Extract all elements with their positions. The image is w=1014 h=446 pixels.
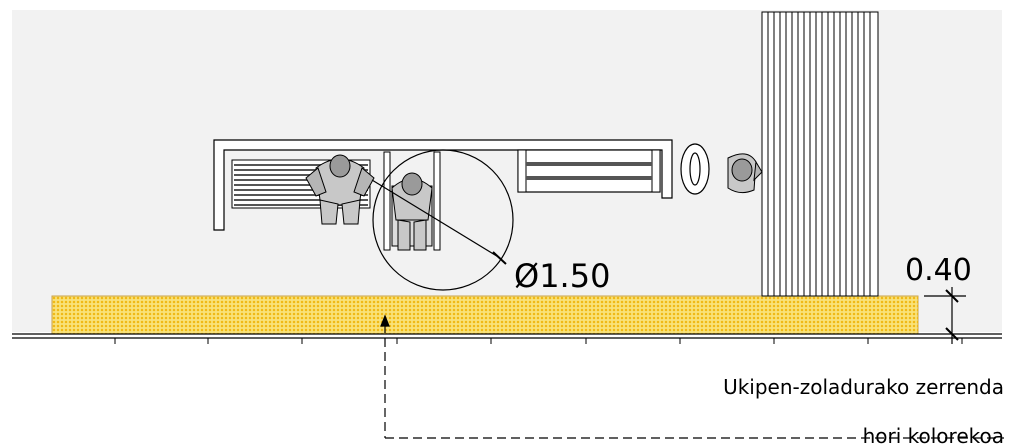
strip-width-dimension bbox=[924, 287, 966, 344]
column-icon bbox=[761, 11, 879, 297]
diameter-label: Ø1.50 bbox=[514, 257, 610, 295]
seated-person-icon bbox=[305, 154, 375, 225]
wheelchair-user-icon bbox=[383, 151, 441, 251]
caption-line-2: hori kolorekoa bbox=[863, 424, 1004, 446]
tactile-strip bbox=[51, 295, 919, 335]
bench-icon bbox=[517, 149, 661, 193]
caption-line-1: Ukipen-zoladurako zerrenda bbox=[723, 375, 1004, 399]
standing-person-icon bbox=[727, 153, 763, 194]
caption-leader bbox=[380, 314, 1004, 439]
turning-circle bbox=[371, 149, 514, 291]
strip-width-label: 0.40 bbox=[905, 253, 972, 288]
bench-frame bbox=[213, 139, 673, 231]
bollard-icon bbox=[680, 143, 710, 195]
curb-line bbox=[12, 333, 1002, 344]
